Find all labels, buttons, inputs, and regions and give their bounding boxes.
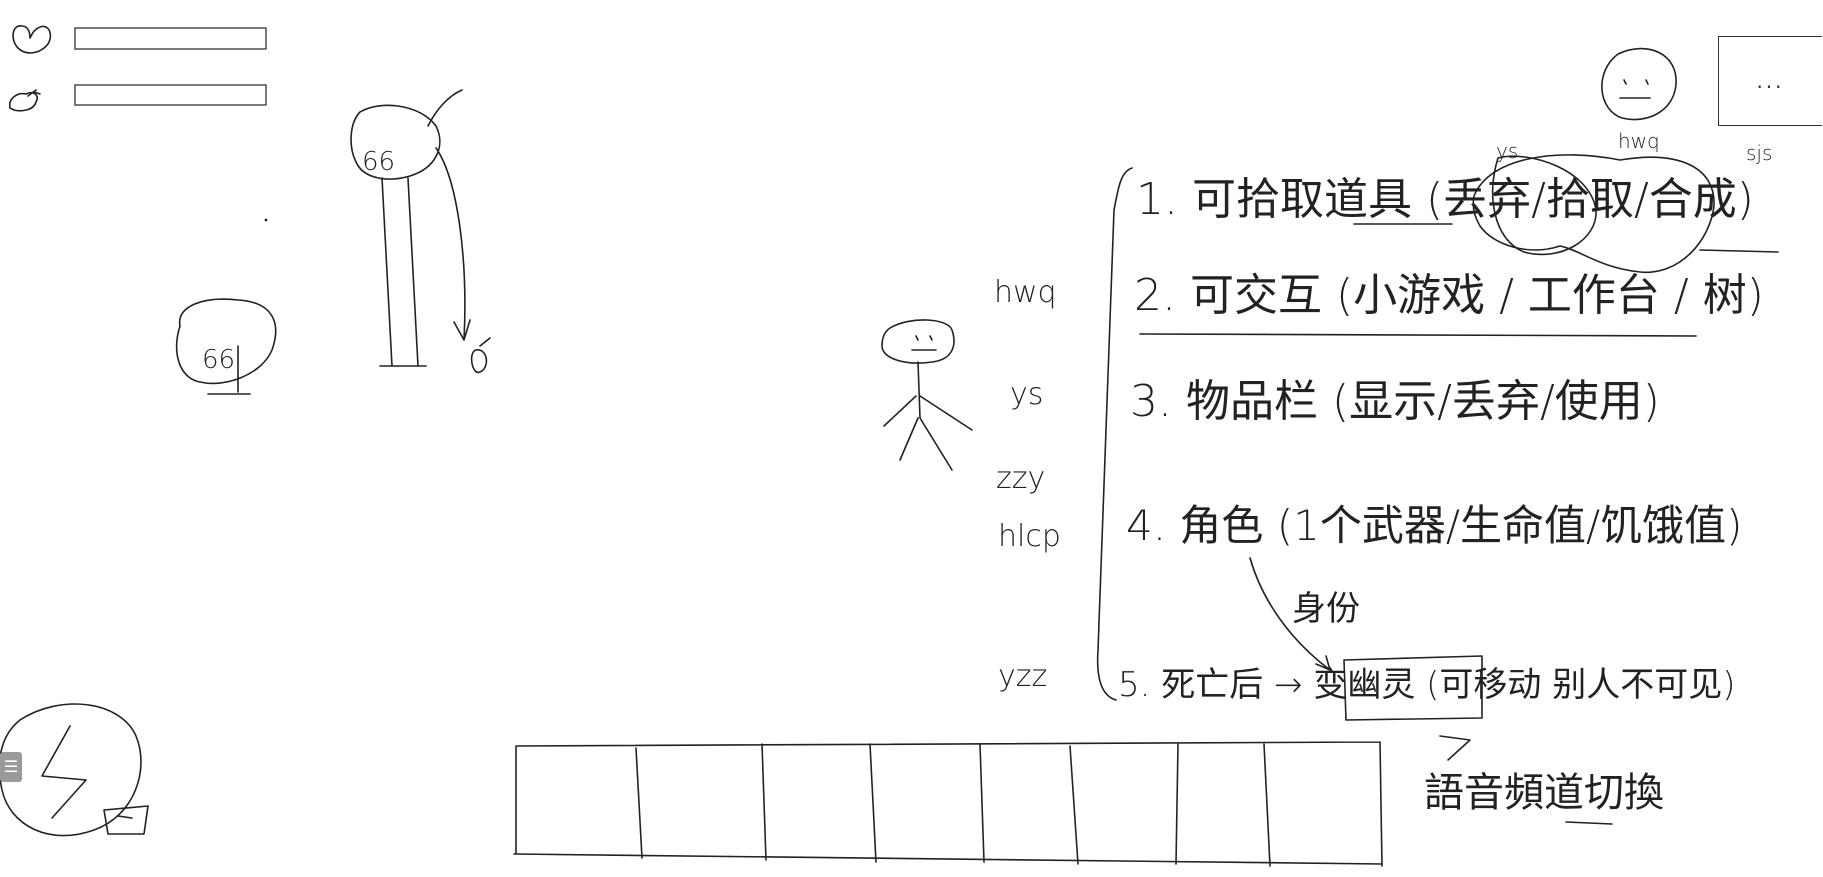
voice-note: 語音頻道切換 [1424, 735, 1664, 825]
health-bar [74, 27, 267, 50]
top-label: hwq [1618, 129, 1660, 153]
menu-icon: ☰ [3, 757, 19, 776]
list-item: 3. 物品栏 (显示/丢弃/使用) [1130, 376, 1660, 427]
hunger-bar [74, 84, 267, 106]
list-item: 5. 死亡后 → 变幽灵 (可移动 别人不可见) [1118, 665, 1736, 705]
bracket [1096, 167, 1133, 701]
svg-text:66: 66 [202, 345, 235, 375]
top-label: ys [1496, 139, 1518, 163]
list-item: 2. 可交互 (小游戏 / 工作台 / 树) [1134, 270, 1764, 321]
identity-note: 身份 [1249, 557, 1360, 671]
list-item: 4. 角色 (1个武器/生命值/饥饿值) [1126, 501, 1743, 550]
tree-sketch: 66 [350, 89, 491, 374]
top-label: sjs [1746, 141, 1772, 165]
note-identity: 身份 [1292, 589, 1360, 629]
attack-button[interactable] [0, 703, 149, 837]
svg-text:66: 66 [362, 147, 395, 177]
dot [264, 218, 268, 222]
member-label: yzz [998, 659, 1047, 694]
food-icon [8, 89, 41, 112]
list-item: 1. 可拾取道具 (丢弃/拾取/合成) [1136, 174, 1754, 225]
member-label: ys [1010, 377, 1043, 412]
more-label: ... [1756, 69, 1785, 93]
annotations [1139, 154, 1779, 721]
player-figure [881, 319, 973, 471]
item-list: 1. 可拾取道具 (丢弃/拾取/合成) 2. 可交互 (小游戏 / 工作台 / … [1118, 174, 1764, 705]
stump-sketch: 66 [175, 298, 277, 395]
member-label: hwq [994, 275, 1057, 310]
more-button[interactable]: ... [1718, 36, 1822, 126]
character-face [1601, 47, 1677, 121]
member-label: zzy [996, 461, 1045, 496]
heart-icon [12, 25, 52, 54]
hotbar [513, 741, 1383, 867]
member-labels: hwq ys zzy hlcp yzz [994, 275, 1061, 694]
member-label: hlcp [998, 519, 1061, 554]
sidebar-toggle-button[interactable]: ☰ [0, 752, 22, 782]
note-voice: 語音頻道切換 [1424, 770, 1664, 816]
